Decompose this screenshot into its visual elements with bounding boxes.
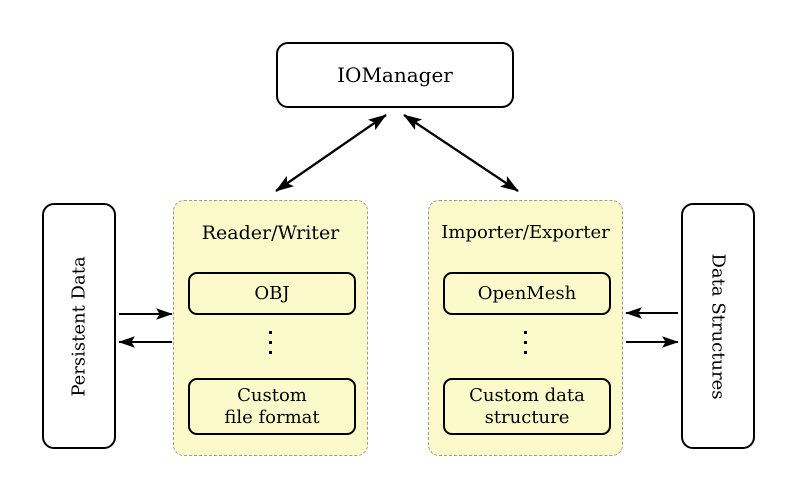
panel-importer-exporter-title: Importer/Exporter — [441, 222, 610, 243]
arrow-manager-importer-exporter — [403, 114, 519, 192]
ellipsis-dot — [269, 341, 272, 344]
ellipsis-dot — [524, 351, 527, 354]
leaf-custom-data-structure-line2: structure — [484, 406, 570, 428]
node-persistent-data-label: Persistent Data — [68, 255, 90, 397]
node-iomanager[interactable]: IOManager — [276, 42, 514, 108]
node-data-structures[interactable]: Data Structures — [681, 203, 755, 449]
leaf-custom-data-structure-label: Custom data structure — [469, 385, 585, 427]
leaf-custom-file-format-label: Custom file format — [224, 385, 319, 427]
ellipsis-dot — [269, 331, 272, 334]
leaf-obj[interactable]: OBJ — [188, 272, 356, 315]
leaf-custom-file-format-line1: Custom — [237, 385, 307, 407]
leaf-custom-data-structure-line1: Custom data — [469, 385, 585, 407]
leaf-obj-label: OBJ — [254, 282, 290, 304]
node-iomanager-label: IOManager — [337, 63, 453, 87]
leaf-custom-file-format-line2: file format — [224, 406, 320, 428]
leaf-custom-file-format[interactable]: Custom file format — [188, 378, 356, 435]
panel-importer-exporter[interactable]: Importer/Exporter OpenMesh Custom data s… — [428, 200, 623, 456]
ellipsis-dot — [524, 341, 527, 344]
node-persistent-data[interactable]: Persistent Data — [42, 203, 116, 449]
ellipsis-dot — [269, 351, 272, 354]
ellipsis-dot — [524, 331, 527, 334]
node-data-structures-label: Data Structures — [707, 252, 729, 400]
ellipsis-importer-exporter — [429, 331, 622, 354]
ellipsis-reader-writer — [174, 331, 367, 354]
leaf-custom-data-structure[interactable]: Custom data structure — [443, 378, 611, 435]
panel-reader-writer-title: Reader/Writer — [201, 222, 340, 244]
arrow-manager-reader-writer — [275, 114, 387, 192]
leaf-openmesh[interactable]: OpenMesh — [443, 272, 611, 315]
panel-reader-writer[interactable]: Reader/Writer OBJ Custom file format — [173, 200, 368, 456]
leaf-openmesh-label: OpenMesh — [477, 282, 577, 304]
